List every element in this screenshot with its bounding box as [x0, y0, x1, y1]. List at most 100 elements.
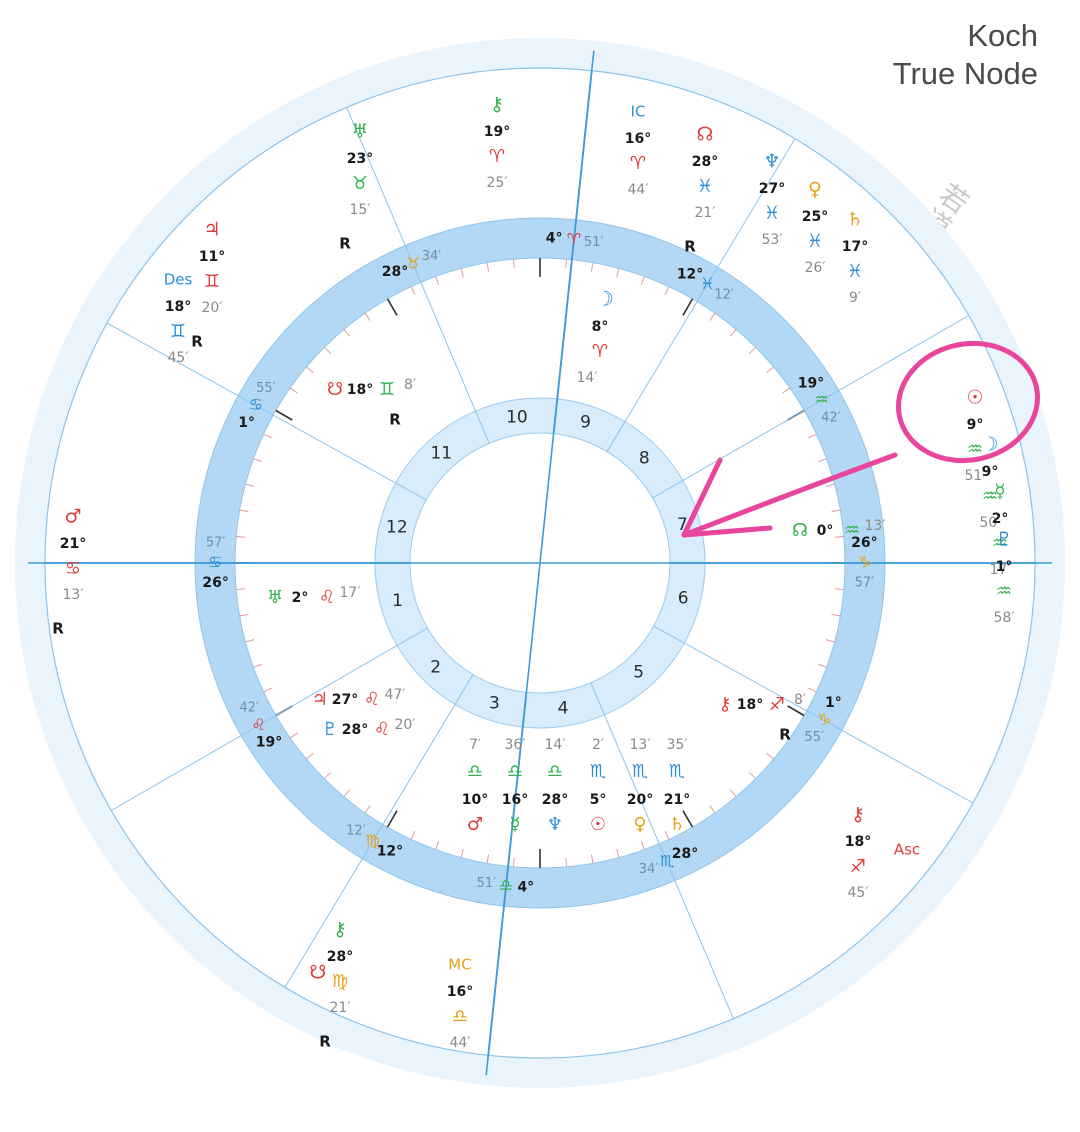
planet-outer-jupiter-sign: ♊ — [204, 271, 220, 292]
degree-tick — [782, 732, 791, 739]
planet-outer-mc-sign: ♎ — [452, 1006, 468, 1027]
planet-inner-node-n-sign: ♒ — [844, 520, 860, 541]
planet-inner-node-s-min: 8′ — [404, 377, 416, 393]
degree-tick — [834, 535, 844, 538]
house-system-label: Koch — [967, 18, 1038, 53]
cusp-degree-c3: 12° — [377, 843, 403, 859]
cusp-sign-c9: ♓ — [700, 274, 714, 293]
house-number-1: 1 — [392, 591, 403, 611]
degree-tick — [236, 535, 246, 538]
degree-tick — [640, 840, 645, 850]
house-cusp-line — [346, 107, 490, 444]
planet-outer-venus-min: 26′ — [805, 260, 826, 276]
planet-outer-saturn-glyph: ♄ — [846, 209, 863, 231]
planet-outer-des-deg: 18° — [165, 299, 191, 315]
degree-tick — [289, 387, 298, 394]
degree-tick — [410, 831, 416, 840]
cusp-degree-c2: 19° — [256, 734, 282, 750]
planet-outer-neptune-min: 53′ — [762, 232, 783, 248]
degree-tick — [616, 268, 620, 278]
degree-tick — [239, 613, 249, 617]
planet-inner-sun-deg: 5° — [590, 792, 607, 808]
degree-tick — [831, 613, 841, 617]
degree-tick — [306, 366, 314, 374]
degree-tick — [825, 639, 835, 643]
degree-tick — [729, 329, 737, 337]
planet-inner-uranus-sign: ♌ — [319, 587, 335, 608]
degree-tick — [460, 268, 464, 278]
planet-inner-neptune-deg: 28° — [542, 792, 568, 808]
degree-tick — [364, 805, 371, 814]
planet-outer-mercury-sign: ♒ — [992, 533, 1008, 554]
planet-outer-chiron2-glyph: ⚷ — [851, 804, 865, 826]
planet-inner-pluto-sign: ♌ — [374, 719, 390, 740]
planet-outer-mars-glyph: ♂ — [64, 506, 81, 528]
cusp-minute-c8: 42′ — [821, 410, 841, 425]
planet-outer-chiron2-sign: ♐ — [850, 856, 866, 877]
planet-outer-mars-min: 13′ — [63, 587, 84, 603]
house-number-9: 9 — [580, 413, 591, 433]
cusp-sign-c3: ♍ — [365, 831, 379, 850]
planet-outer-chiron2-min: 45′ — [848, 885, 869, 901]
house-number-11: 11 — [430, 443, 452, 463]
planet-outer-pluto-sign: ♒ — [996, 581, 1012, 602]
planet-inner-mercury-sign: ♎ — [507, 761, 523, 782]
planet-outer-chiron2-deg: 18° — [845, 834, 871, 850]
planet-outer-mercury-deg: 2° — [992, 511, 1009, 527]
planet-outer-node-n-glyph: ☊ — [697, 124, 714, 146]
planet-inner-neptune-sign: ♎ — [547, 761, 563, 782]
highlight-arrow-head — [681, 457, 773, 538]
planet-outer-chiron-sign: ♈ — [489, 146, 505, 167]
planet-inner-neptune-glyph: ♆ — [547, 814, 563, 835]
planet-inner-mars-min: 7′ — [469, 737, 481, 753]
degree-tick — [787, 705, 805, 717]
planet-inner-jupiter-sign: ♌ — [364, 689, 380, 710]
planet-outer-mars-retro: R — [52, 620, 64, 638]
house-cusp-line — [652, 315, 969, 499]
planet-outer-chiron-deg: 19° — [484, 124, 510, 140]
planet-inner-venus-glyph: ♀ — [633, 814, 646, 835]
degree-tick — [253, 663, 263, 668]
planet-inner-mercury-glyph: ☿ — [509, 814, 520, 835]
planet-inner-uranus-min: 17′ — [340, 585, 361, 601]
planet-inner-mars-deg: 10° — [462, 792, 488, 808]
planet-inner-node-s-retro: R — [389, 411, 401, 429]
planet-inner-moon-sign: ♈ — [592, 341, 608, 362]
planet-inner-jupiter-glyph: ♃ — [312, 689, 328, 710]
degree-tick — [640, 276, 645, 286]
planet-inner-uranus-deg: 2° — [292, 590, 309, 606]
planet-outer-uranus-deg: 23° — [347, 151, 373, 167]
cusp-sign-c6: ♑ — [817, 710, 831, 729]
degree-tick — [565, 259, 568, 269]
planet-outer-sun-min: 51′ — [965, 468, 986, 484]
cusp-sign-c12: ♋ — [249, 395, 263, 414]
degree-tick — [729, 789, 737, 797]
cusp-degree-c6: 1° — [825, 695, 842, 711]
degree-tick — [486, 854, 490, 864]
cusp-minute-c6: 55′ — [804, 730, 824, 745]
house-number-7: 7 — [677, 515, 688, 535]
house-number-4: 4 — [558, 699, 569, 719]
degree-tick — [782, 387, 791, 394]
planet-inner-node-s-glyph: ☋ — [327, 379, 343, 400]
planet-outer-mercury-min: 17′ — [990, 562, 1011, 578]
planet-outer-des-sign: ♊ — [170, 321, 186, 342]
planet-inner-chiron-retro: R — [779, 726, 791, 744]
planet-outer-ic-deg: 16° — [625, 131, 651, 147]
planet-inner-jupiter-min: 47′ — [385, 687, 406, 703]
planet-inner-chiron-sign: ♐ — [769, 694, 785, 715]
planet-outer-neptune-sign: ♓ — [764, 203, 780, 224]
planet-outer-chiron-glyph: ⚷ — [490, 94, 504, 116]
degree-tick — [766, 366, 774, 374]
planet-outer-mc-deg: 16° — [447, 984, 473, 1000]
degree-tick — [682, 298, 694, 316]
degree-tick — [766, 752, 774, 760]
planet-inner-node-s-sign: ♊ — [379, 379, 395, 400]
planet-outer-sun-sign: ♒ — [967, 439, 983, 460]
planet-outer-neptune-glyph: ♆ — [763, 151, 780, 173]
degree-tick — [343, 329, 351, 337]
degree-tick — [817, 458, 827, 463]
planet-inner-sun-min: 2′ — [592, 737, 604, 753]
